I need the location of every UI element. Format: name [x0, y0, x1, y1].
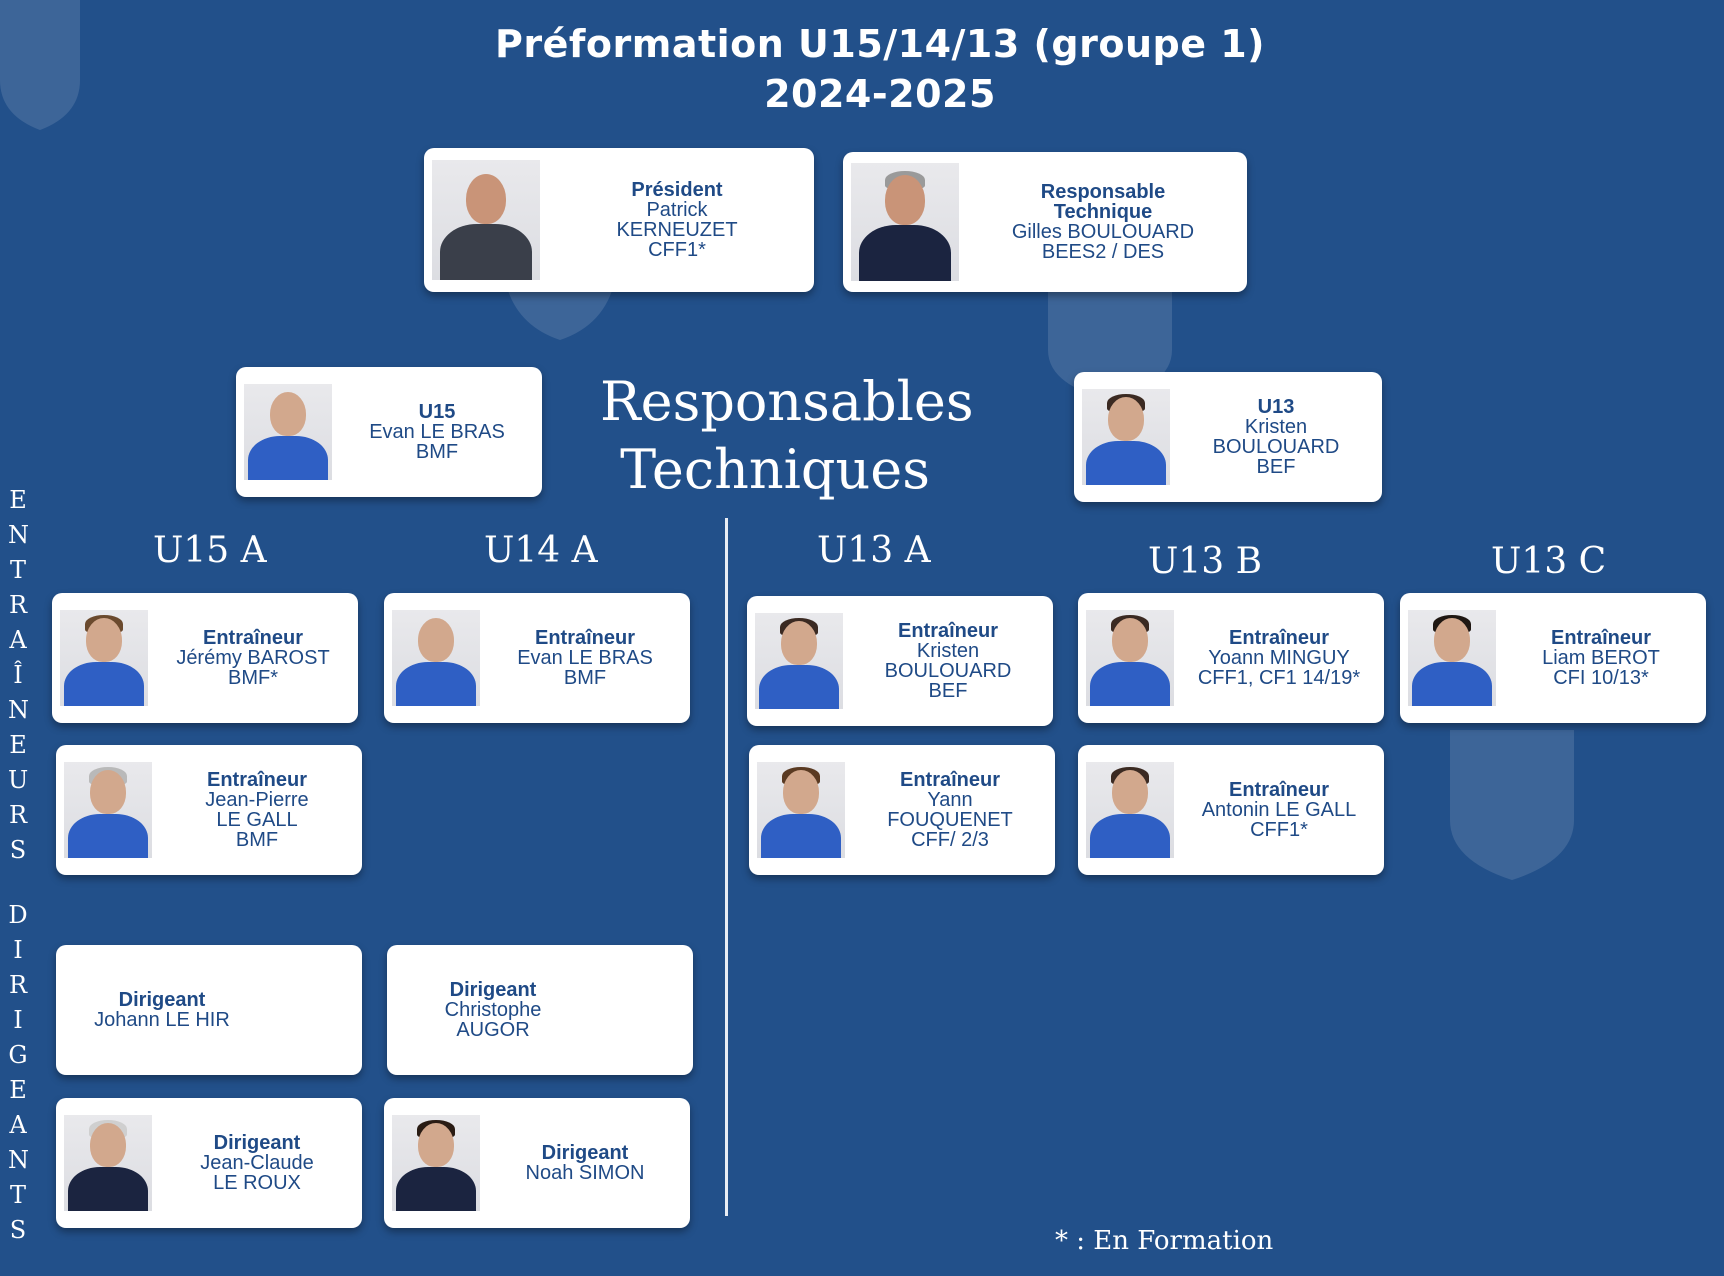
team-label-u15a: U15 A	[153, 530, 267, 571]
avatar	[64, 1115, 152, 1211]
president-info: Président Patrick KERNEUZET CFF1*	[616, 179, 738, 261]
avatar	[1086, 610, 1174, 706]
avatar	[1086, 762, 1174, 858]
u13-responsable-info: U13 Kristen BOULOUARD BEF	[1212, 396, 1340, 478]
avatar	[392, 1115, 480, 1211]
team-label-u13a: U13 A	[817, 530, 931, 571]
team-label-u13c: U13 C	[1491, 541, 1607, 582]
avatar	[1082, 389, 1170, 485]
u15-responsable-info: U15 Evan LE BRAS BMF	[369, 401, 505, 463]
avatar	[244, 384, 332, 480]
section-divider	[725, 518, 728, 1216]
season-title: 2024-2025	[764, 72, 996, 116]
footnote: * : En Formation	[1055, 1226, 1274, 1256]
avatar	[755, 613, 843, 709]
club-crest-watermark	[505, 280, 615, 340]
club-crest-watermark	[1450, 730, 1574, 880]
technical-director-card: Responsable Technique Gilles BOULOUARD B…	[843, 152, 1247, 292]
page-title: Préformation U15/14/13 (groupe 1)	[494, 22, 1266, 66]
avatar	[1408, 610, 1496, 706]
avatar	[851, 163, 959, 281]
avatar	[392, 610, 480, 706]
club-crest-watermark	[0, 0, 80, 130]
avatar	[757, 762, 845, 858]
avatar	[60, 610, 148, 706]
technical-director-info: Responsable Technique Gilles BOULOUARD B…	[1011, 181, 1195, 263]
avatar	[432, 160, 540, 280]
u13-responsable-card: U13 Kristen BOULOUARD BEF	[1074, 372, 1382, 502]
team-label-u14a: U14 A	[484, 530, 598, 571]
responsables-heading: Responsables Techniques	[600, 370, 974, 501]
avatar	[64, 762, 152, 858]
team-label-u13b: U13 B	[1148, 541, 1263, 582]
u15-responsable-card: U15 Evan LE BRAS BMF	[236, 367, 542, 497]
president-card: Président Patrick KERNEUZET CFF1*	[424, 148, 814, 292]
